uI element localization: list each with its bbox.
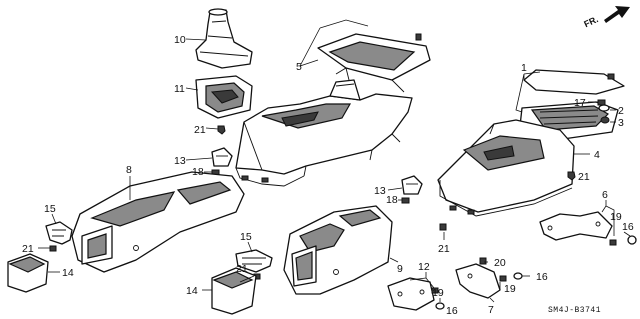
diagram-code: SM4J-B3741	[548, 306, 601, 315]
callout-21: 21	[578, 171, 590, 183]
console-front-lower	[283, 205, 393, 295]
console-bracket-15-lower	[235, 249, 273, 273]
washer-2-icon	[598, 104, 610, 112]
leader-lines	[38, 19, 631, 303]
callout-19: 19	[504, 283, 516, 295]
callout-21: 21	[236, 263, 248, 275]
clip-16-icon	[435, 302, 445, 310]
callout-2: 2	[618, 105, 624, 117]
console-rear-right	[437, 119, 575, 217]
callout-13: 13	[374, 185, 386, 197]
callout-14: 14	[62, 267, 74, 279]
console-bracket-15-left	[45, 221, 73, 245]
callout-5: 5	[296, 61, 302, 73]
side-cover-14-lower	[211, 267, 257, 315]
callout-3: 3	[618, 117, 624, 129]
callout-15: 15	[44, 203, 56, 215]
clip-17-icon	[597, 99, 606, 106]
callout-16: 16	[622, 221, 634, 233]
callout-19: 19	[432, 287, 444, 299]
callout-17: 17	[574, 97, 586, 109]
nut-3-icon	[600, 116, 610, 124]
callout-14: 14	[186, 285, 198, 297]
screw-21-icon	[49, 245, 57, 252]
bolt-20-icon	[479, 257, 487, 265]
callout-19: 19	[610, 211, 622, 223]
callout-15: 15	[240, 231, 252, 243]
console-bracket-12	[387, 277, 435, 311]
callout-1: 1	[521, 62, 527, 74]
shift-boot	[195, 8, 253, 69]
callout-18: 18	[192, 166, 204, 178]
clip-19-icon	[609, 239, 617, 246]
clip-19-icon	[499, 275, 507, 282]
console-bracket-middle	[401, 175, 423, 195]
console-upper-trim	[317, 33, 431, 93]
callout-4: 4	[594, 149, 600, 161]
front-label: FR.	[582, 14, 599, 29]
callout-10: 10	[174, 34, 186, 46]
callout-11: 11	[174, 83, 185, 95]
callout-18: 18	[386, 194, 398, 206]
callout-21: 21	[194, 124, 206, 136]
clip-16-icon	[513, 272, 523, 280]
callout-13: 13	[174, 155, 186, 167]
console-front-left	[71, 171, 245, 273]
clip-18-icon	[401, 197, 410, 204]
shift-panel	[195, 75, 253, 119]
side-cover-14-left	[7, 253, 49, 293]
callout-16: 16	[446, 305, 458, 317]
screw-21-icon	[567, 171, 576, 181]
callout-12: 12	[418, 261, 430, 273]
clip-16-icon	[627, 235, 637, 245]
callout-16: 16	[536, 271, 548, 283]
callout-21: 21	[22, 243, 34, 255]
callout-6: 6	[602, 189, 608, 201]
callouts: 10 11 21 13 18 5 8 1 17 2 3 4 21 13 18 6…	[22, 34, 634, 317]
callout-7: 7	[488, 304, 494, 316]
clip-19-icon	[431, 287, 439, 294]
screw-icon	[415, 33, 422, 41]
screw-21-icon	[217, 125, 226, 135]
callout-8: 8	[126, 164, 132, 176]
callout-21: 21	[438, 243, 450, 255]
front-direction-indicator: FR.	[582, 6, 630, 29]
callout-20: 20	[494, 257, 506, 269]
front-arrow-icon	[604, 6, 630, 23]
callout-9: 9	[397, 263, 403, 275]
screw-21-icon	[439, 223, 447, 231]
console-bracket-6	[539, 211, 613, 241]
center-console-upper	[235, 79, 413, 187]
console-bracket-7	[455, 263, 501, 299]
console-bracket-upper	[211, 147, 233, 167]
